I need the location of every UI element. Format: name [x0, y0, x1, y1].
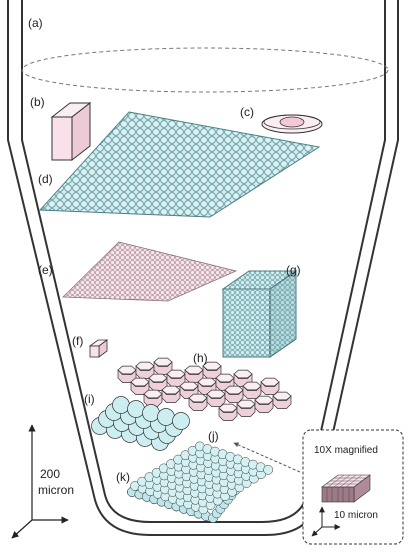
object-f-small-box	[88, 339, 109, 358]
inset-title: 10X magnified	[314, 445, 378, 456]
inset-scale-axes: 10 micron	[311, 506, 378, 537]
sphere	[142, 404, 160, 422]
hex-prism-top	[215, 373, 235, 383]
label-e: (e)	[38, 263, 53, 277]
hex-prism-top	[143, 389, 163, 399]
object-d-sphere-monolayer	[38, 111, 321, 218]
hex-prism-top	[272, 391, 292, 401]
hex-prism-top	[236, 399, 256, 409]
hex-prism-top	[184, 365, 204, 375]
scale-unit: micron	[38, 483, 74, 497]
label-c: (c)	[240, 105, 254, 119]
hex-prism-top	[117, 365, 137, 375]
hex-prism-top	[188, 393, 208, 403]
inset-grid	[321, 474, 371, 503]
hex-prism-top	[197, 377, 217, 387]
label-k: (k)	[116, 470, 130, 484]
hex-prism-top	[233, 369, 253, 379]
hex-prism-top	[224, 385, 244, 395]
hex-prism-side	[143, 393, 163, 407]
inset-magnified: 10X magnified 10 micron	[302, 429, 404, 545]
hex-prism-side	[161, 389, 181, 403]
hex-prism-top	[161, 385, 181, 395]
label-d: (d)	[38, 172, 53, 186]
label-h: (h)	[193, 351, 208, 365]
hex-prism-side	[272, 395, 292, 409]
hex-prism-side	[218, 407, 238, 421]
hex-prism-side	[260, 381, 280, 395]
object-c-disk	[261, 114, 323, 134]
hex-prism-side	[254, 399, 274, 413]
object-b-cuboid	[50, 101, 92, 162]
hex-prism-top	[218, 403, 238, 413]
hex-prism-side	[242, 385, 262, 399]
hex-prism-side	[206, 393, 226, 407]
hex-prism-side	[188, 397, 208, 411]
object-h-hexagonal-prisms	[117, 357, 292, 421]
label-g: (g)	[286, 263, 301, 277]
hex-prism-top	[242, 381, 262, 391]
object-i-sphere-layer	[91, 396, 190, 451]
hex-prism-top	[166, 369, 186, 379]
sphere	[112, 396, 130, 414]
hex-prism-top	[179, 381, 199, 391]
label-a: (a)	[28, 16, 43, 30]
hex-prism-top	[206, 389, 226, 399]
label-j: (j)	[208, 429, 219, 443]
scale-value: 200	[40, 467, 60, 481]
sphere	[127, 400, 145, 418]
object-e-fine-sheet	[62, 241, 238, 302]
object-k-sphere-block	[127, 441, 274, 523]
sphere	[172, 412, 190, 430]
hex-prism-top	[260, 377, 280, 387]
hex-prism-side	[224, 389, 244, 403]
liquid-surface	[21, 47, 389, 93]
hex-prism-top	[148, 373, 168, 383]
hex-prism-top	[254, 395, 274, 405]
sphere	[157, 408, 175, 426]
label-i: (i)	[84, 392, 95, 406]
hex-prism-top	[153, 357, 173, 367]
hex-prism-top	[130, 377, 150, 387]
magnify-pointer	[233, 442, 301, 473]
hex-prism-top	[202, 361, 222, 371]
hex-prism-top	[135, 361, 155, 371]
sphere-top	[263, 464, 274, 475]
inset-scale: 10 micron	[334, 510, 378, 521]
label-f: (f)	[72, 334, 83, 348]
label-b: (b)	[30, 95, 45, 109]
hex-prism-side	[236, 403, 256, 417]
scale-axes: 200 micron	[11, 424, 74, 539]
object-g-sphere-cube	[221, 270, 298, 358]
